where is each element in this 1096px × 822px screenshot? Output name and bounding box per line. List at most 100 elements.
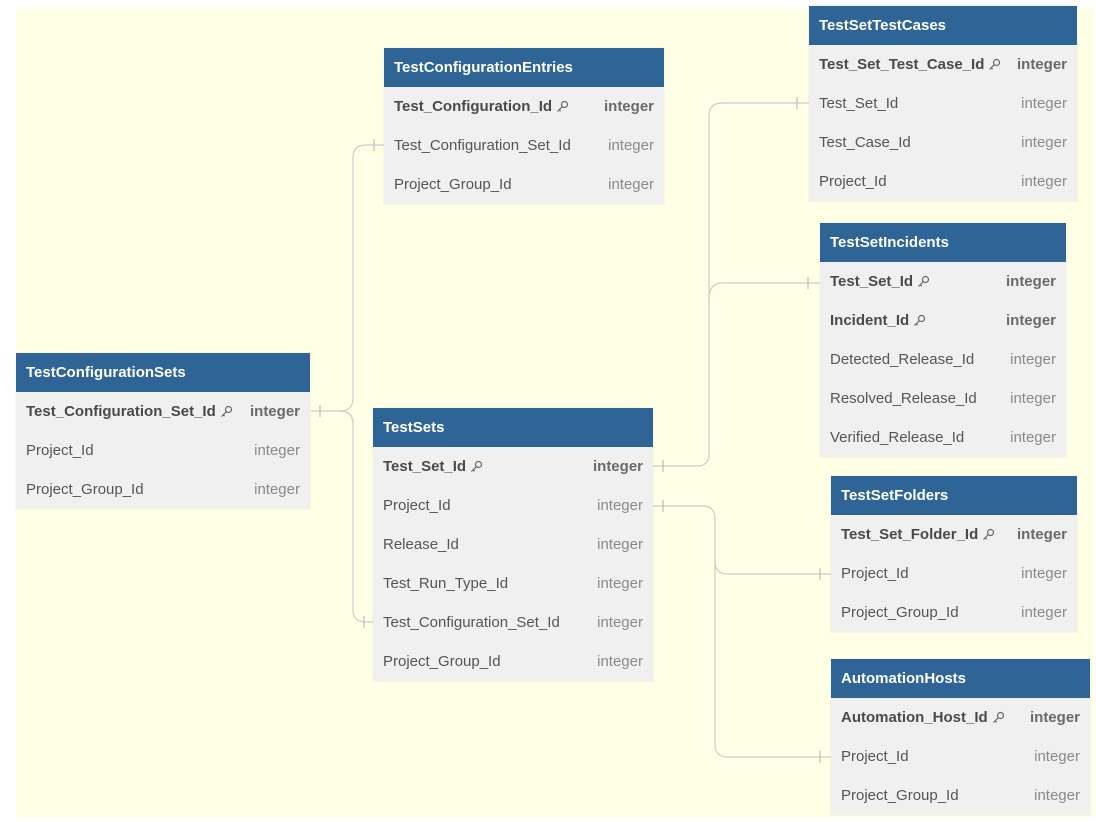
- column-type: integer: [254, 481, 300, 498]
- column-name: Project_Id: [26, 442, 94, 459]
- table-header[interactable]: TestSets: [373, 408, 653, 447]
- column-name: Test_Configuration_Id: [394, 98, 553, 115]
- column-name-wrap: Test_Run_Type_Id: [383, 575, 508, 592]
- column-name: Test_Configuration_Set_Id: [383, 614, 560, 631]
- column-type: integer: [603, 98, 654, 115]
- key-icon: [982, 528, 995, 541]
- column-name-wrap: Project_Id: [26, 442, 94, 459]
- column-row[interactable]: Resolved_Release_Id integer: [820, 379, 1066, 418]
- column-name: Project_Group_Id: [841, 604, 959, 621]
- table-header[interactable]: AutomationHosts: [831, 659, 1090, 698]
- column-row[interactable]: Incident_Id integer: [820, 301, 1066, 340]
- column-type: integer: [1016, 526, 1067, 543]
- key-icon: [913, 314, 926, 327]
- column-type: integer: [249, 403, 300, 420]
- column-name: Project_Id: [841, 565, 909, 582]
- column-type: integer: [1021, 604, 1067, 621]
- column-name: Resolved_Release_Id: [830, 390, 977, 407]
- column-type: integer: [608, 176, 654, 193]
- column-name: Test_Set_Folder_Id: [841, 526, 979, 543]
- column-row[interactable]: Project_Group_Id integer: [384, 165, 664, 204]
- column-name-wrap: Incident_Id: [830, 312, 926, 329]
- column-type: integer: [592, 458, 643, 475]
- column-name-wrap: Test_Set_Test_Case_Id: [819, 56, 1001, 73]
- column-row[interactable]: Test_Set_Id integer: [809, 84, 1077, 123]
- column-type: integer: [597, 653, 643, 670]
- table-header[interactable]: TestSetIncidents: [820, 223, 1066, 262]
- column-type: integer: [1021, 95, 1067, 112]
- column-row[interactable]: Test_Set_Id integer: [373, 447, 653, 486]
- key-icon: [470, 460, 483, 473]
- column-row[interactable]: Project_Group_Id integer: [831, 593, 1077, 632]
- column-row[interactable]: Release_Id integer: [373, 525, 653, 564]
- column-name-wrap: Test_Set_Id: [383, 458, 483, 475]
- table-header[interactable]: TestSetFolders: [831, 476, 1077, 515]
- key-icon: [917, 275, 930, 288]
- column-type: integer: [1005, 312, 1056, 329]
- column-name-wrap: Verified_Release_Id: [830, 429, 964, 446]
- key-icon: [220, 405, 233, 418]
- column-row[interactable]: Test_Set_Folder_Id integer: [831, 515, 1077, 554]
- column-name-wrap: Project_Group_Id: [383, 653, 501, 670]
- column-type: integer: [1010, 390, 1056, 407]
- column-name: Project_Group_Id: [394, 176, 512, 193]
- column-name: Test_Run_Type_Id: [383, 575, 509, 592]
- column-name-wrap: Project_Group_Id: [841, 787, 959, 804]
- column-name: Automation_Host_Id: [841, 709, 988, 726]
- column-name-wrap: Test_Set_Id: [819, 95, 898, 112]
- column-row[interactable]: Test_Configuration_Id integer: [384, 87, 664, 126]
- column-name: Test_Set_Test_Case_Id: [819, 56, 985, 73]
- column-name-wrap: Test_Set_Id: [830, 273, 930, 290]
- column-name: Test_Set_Id: [830, 273, 914, 290]
- column-name-wrap: Release_Id: [383, 536, 459, 553]
- column-row[interactable]: Automation_Host_Id integer: [831, 698, 1090, 737]
- column-row[interactable]: Project_Group_Id integer: [373, 642, 653, 681]
- column-type: integer: [1005, 273, 1056, 290]
- table-header[interactable]: TestSetTestCases: [809, 6, 1077, 45]
- column-type: integer: [597, 536, 643, 553]
- column-row[interactable]: Project_Group_Id integer: [16, 470, 310, 509]
- column-name-wrap: Test_Configuration_Set_Id: [383, 614, 560, 631]
- table-header[interactable]: TestConfigurationSets: [16, 353, 310, 392]
- column-type: integer: [597, 575, 643, 592]
- column-name: Test_Set_Id: [819, 95, 899, 112]
- column-type: integer: [1034, 748, 1080, 765]
- column-name: Project_Group_Id: [26, 481, 144, 498]
- key-icon: [556, 100, 569, 113]
- column-name: Project_Group_Id: [841, 787, 959, 804]
- column-name: Detected_Release_Id: [830, 351, 975, 368]
- column-name: Test_Configuration_Set_Id: [394, 137, 571, 154]
- key-icon: [992, 711, 1005, 724]
- column-name-wrap: Project_Group_Id: [841, 604, 959, 621]
- column-row[interactable]: Test_Configuration_Set_Id integer: [384, 126, 664, 165]
- column-name-wrap: Project_Id: [841, 565, 909, 582]
- column-type: integer: [608, 137, 654, 154]
- key-icon: [988, 58, 1001, 71]
- column-name-wrap: Detected_Release_Id: [830, 351, 974, 368]
- column-type: integer: [1029, 709, 1080, 726]
- column-row[interactable]: Test_Run_Type_Id integer: [373, 564, 653, 603]
- table-header[interactable]: TestConfigurationEntries: [384, 48, 664, 87]
- column-name: Project_Id: [819, 173, 887, 190]
- column-row[interactable]: Test_Set_Id integer: [820, 262, 1066, 301]
- column-name-wrap: Test_Configuration_Id: [394, 98, 569, 115]
